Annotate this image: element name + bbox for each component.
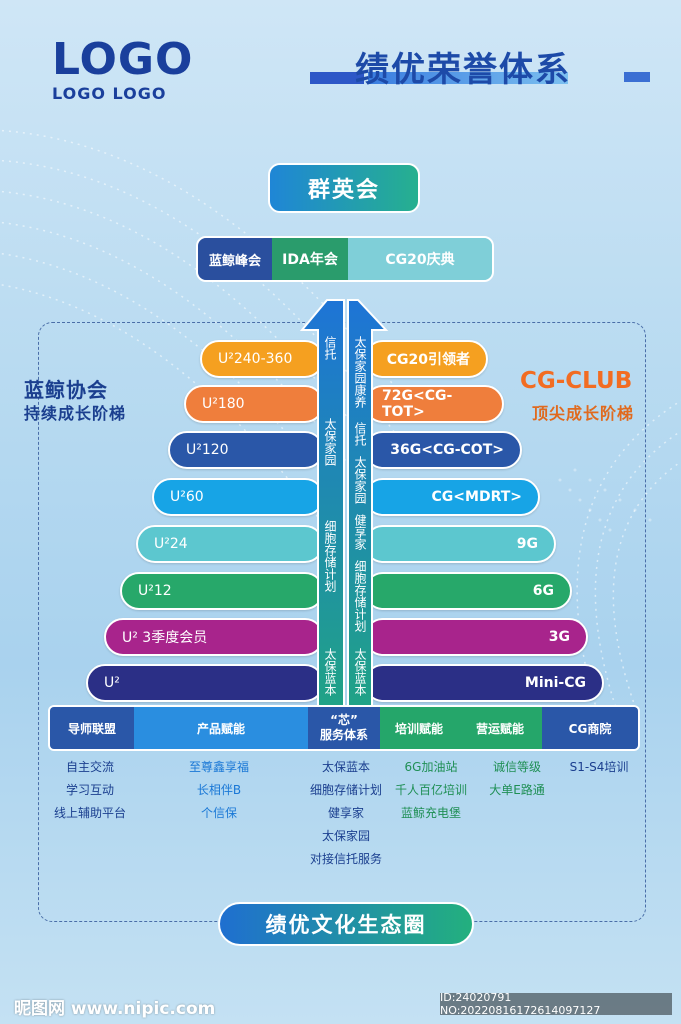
right-label-title: CG-CLUB bbox=[520, 368, 633, 394]
bar-core-line2: 服务体系 bbox=[319, 728, 368, 742]
tier-7-left: U² 3季度会员 bbox=[122, 630, 208, 646]
list-item: 至尊鑫享福 bbox=[188, 760, 249, 774]
tier-6-right: 6G bbox=[532, 583, 554, 599]
tier-1-right-segment: CG20引领者 bbox=[364, 340, 488, 378]
tier-4-left: U²60 bbox=[170, 489, 204, 505]
page-title: 绩优荣誉体系 bbox=[355, 50, 571, 90]
tier-1-left: U²240-360 bbox=[218, 351, 293, 367]
title-accent-bar bbox=[310, 72, 364, 84]
tier-7-right-segment: 3G bbox=[364, 618, 588, 656]
tier-4-right: CG<MDRT> bbox=[431, 489, 522, 505]
bar-core-service: “芯” 服务体系 bbox=[308, 707, 380, 749]
column-training: 6G加油站 千人百亿培训 蓝鲸充电堡 bbox=[390, 756, 472, 825]
list-item: 长相伴B bbox=[196, 783, 242, 797]
top-box: 群英会 bbox=[268, 163, 420, 213]
tier-3-left: U²120 bbox=[186, 442, 229, 458]
arrow-left-text-2: 太保家园 bbox=[323, 418, 337, 466]
arrow-right-text-1: 太保家园康养 bbox=[353, 336, 367, 408]
tier-3: U²120 bbox=[168, 431, 324, 469]
list-item: 太保蓝本 bbox=[321, 760, 370, 774]
list-item: 6G加油站 bbox=[404, 760, 458, 774]
arrow-right-text-5: 细胞存储计划 bbox=[353, 560, 367, 632]
title-small-bar bbox=[624, 72, 650, 82]
bar-training: 培训赋能 bbox=[380, 707, 458, 749]
tier-4-right-segment: CG<MDRT> bbox=[364, 478, 540, 516]
tier-2-right: 72G<CG-TOT> bbox=[382, 388, 453, 420]
tier-6-right-segment: 6G bbox=[364, 572, 572, 610]
tier-7-right: 3G bbox=[548, 629, 570, 645]
list-item: 细胞存储计划 bbox=[309, 783, 382, 797]
bar-cg-academy: CG商院 bbox=[542, 707, 638, 749]
logo-sub: LOGO LOGO bbox=[52, 84, 167, 103]
list-item: 千人百亿培训 bbox=[394, 783, 467, 797]
list-item: 线上辅助平台 bbox=[53, 806, 126, 820]
bar-operations: 营运赋能 bbox=[458, 707, 542, 749]
watermark-right: ID:24020791 NO:20220816172614097127 bbox=[440, 991, 672, 1017]
column-operations: 诚信等级 大单E路通 bbox=[476, 756, 558, 802]
title-underline-bar bbox=[368, 72, 568, 84]
arrow-right-text-4: 健享家 bbox=[353, 514, 367, 550]
arrow-left-text-1: 信托 bbox=[323, 336, 337, 360]
tier-1-right: CG20引领者 bbox=[386, 352, 470, 368]
column-core: 太保蓝本 细胞存储计划 健享家 太保家园 对接信托服务 bbox=[300, 756, 392, 871]
tier-2-left: U²180 bbox=[202, 396, 245, 412]
right-label-subtitle: 顶尖成长阶梯 bbox=[532, 404, 635, 423]
tier-5-right: 9G bbox=[516, 536, 538, 552]
list-item: 健享家 bbox=[327, 806, 364, 820]
tier-5-left: U²24 bbox=[154, 536, 188, 552]
column-mentor: 自主交流 学习互动 线上辅助平台 bbox=[48, 756, 132, 825]
arrow-right-text-3: 太保家园 bbox=[353, 456, 367, 504]
list-item: S1-S4培训 bbox=[569, 760, 629, 774]
list-item: 太保家园 bbox=[321, 829, 370, 843]
list-item: 个信保 bbox=[200, 806, 237, 820]
tier-5: U²24 bbox=[136, 525, 324, 563]
list-item: 学习互动 bbox=[65, 783, 114, 797]
tier-3-right-segment: 36G<CG-COT> bbox=[364, 431, 522, 469]
list-item: 大单E路通 bbox=[489, 783, 545, 797]
second-row: 蓝鲸峰会 IDA年会 CG20庆典 bbox=[196, 236, 494, 282]
tier-3-right: 36G<CG-COT> bbox=[390, 442, 504, 458]
row2-item-a: 蓝鲸峰会 bbox=[198, 238, 272, 280]
row2-item-b: IDA年会 bbox=[272, 238, 348, 280]
tier-6-left: U²12 bbox=[138, 583, 172, 599]
tier-4: U²60 bbox=[152, 478, 324, 516]
tier-8-left: U² bbox=[104, 675, 120, 691]
tier-1: U²240-360 bbox=[200, 340, 324, 378]
tier-5-right-segment: 9G bbox=[364, 525, 556, 563]
bar-core-line1: “芯” bbox=[330, 713, 358, 727]
column-product: 至尊鑫享福 长相伴B 个信保 bbox=[132, 756, 306, 825]
logo-main: LOGO bbox=[52, 34, 194, 85]
bar-product: 产品赋能 bbox=[134, 707, 308, 749]
service-bar: 导师联盟 产品赋能 “芯” 服务体系 培训赋能 营运赋能 CG商院 bbox=[48, 705, 640, 751]
tier-2-right-segment: 72G<CG-TOT> bbox=[364, 385, 504, 423]
left-label-subtitle: 持续成长阶梯 bbox=[24, 404, 127, 423]
arrow-left-text-4: 太保蓝本 bbox=[323, 648, 337, 696]
bottom-box: 绩优文化生态圈 bbox=[218, 902, 474, 946]
list-item: 自主交流 bbox=[65, 760, 114, 774]
left-label-title: 蓝鲸协会 bbox=[24, 378, 108, 402]
tier-8: U² bbox=[86, 664, 324, 702]
list-item: 对接信托服务 bbox=[309, 852, 382, 866]
arrow-right-text-2: 信托 bbox=[353, 422, 367, 446]
tier-8-right-segment: Mini-CG bbox=[364, 664, 604, 702]
tier-8-right: Mini-CG bbox=[524, 675, 586, 691]
row2-item-c: CG20庆典 bbox=[348, 238, 492, 280]
list-item: 蓝鲸充电堡 bbox=[400, 806, 461, 820]
list-item: 诚信等级 bbox=[492, 760, 541, 774]
arrow-left-text-3: 细胞存储计划 bbox=[323, 520, 337, 592]
tier-7: U² 3季度会员 bbox=[104, 618, 324, 656]
bar-mentor: 导师联盟 bbox=[50, 707, 134, 749]
tier-6: U²12 bbox=[120, 572, 324, 610]
watermark-left: 昵图网 www.nipic.com bbox=[14, 999, 216, 1019]
column-academy: S1-S4培训 bbox=[558, 756, 640, 779]
arrow-right-text-6: 太保蓝本 bbox=[353, 648, 367, 696]
